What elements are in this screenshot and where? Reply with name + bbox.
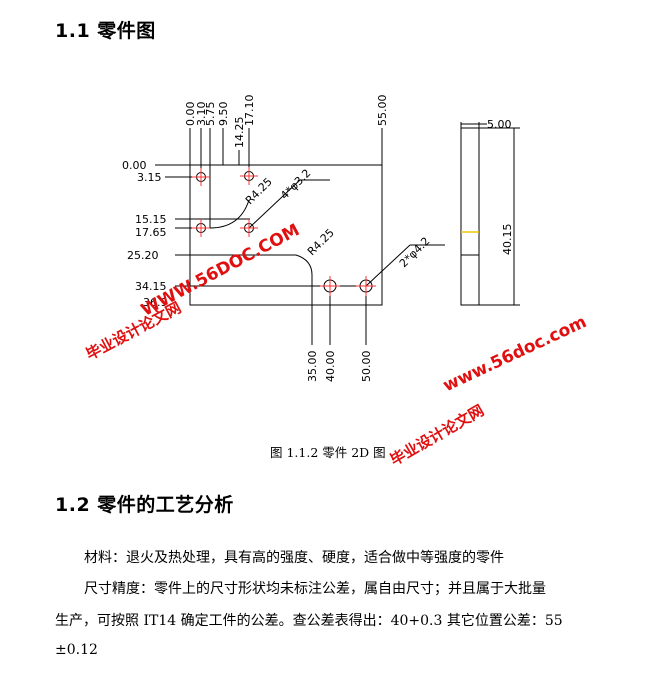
dim-bottom-0: 35.00 [306,351,319,383]
dim-left-1: 3.15 [137,171,162,184]
part-outline [189,164,383,306]
dim-left-5: 34.15 [135,280,167,293]
dim-top-6: 55.00 [376,95,389,127]
hole-label-4x: 4*φ3.2 [278,167,314,203]
dim-top-4: 14.25 [233,117,246,149]
dim-left-6: 36.9 [143,296,168,309]
dim-top-0: 0.00 [184,102,197,127]
dim-left-3: 17.65 [135,226,167,239]
dim-side-width: 5.00 [487,118,512,131]
dim-left-0: 0.00 [122,159,147,172]
figure-caption: 图 1.1.2 零件 2D 图 [270,445,386,460]
dim-top-2: 5.75 [204,102,217,127]
dim-bottom-1: 40.00 [324,351,337,383]
dim-bottom-2: 50.00 [360,351,373,383]
dim-side-height: 40.15 [501,224,514,256]
section-2-title: 1.2 零件的工艺分析 [55,494,234,516]
side-view [460,127,480,306]
paragraph-precision-3: ±0.12 [55,642,98,658]
part-2d-drawing: 0.00 3.10 5.75 9.50 14.25 17.10 55.00 0.… [122,95,520,383]
radius-label-2: R4.25 [305,226,337,258]
dim-left-2: 15.15 [135,213,167,226]
dim-top-1: 3.10 [195,102,208,127]
paragraph-precision-2: 生产，可按照 IT14 确定工件的公差。查公差表得出：40+0.3 其它位置公差… [55,613,563,629]
section-1-title: 1.1 零件图 [55,20,156,42]
paragraph-precision-1: 尺寸精度：零件上的尺寸形状均未标注公差，属自由尺寸；并且属于大批量 [84,581,546,597]
dim-top-3: 9.50 [217,102,230,127]
paragraph-material: 材料：退火及热处理，具有高的强度、硬度，适合做中等强度的零件 [84,550,504,566]
dim-top-5: 17.10 [243,95,256,127]
dim-left-4: 25.20 [127,249,159,262]
